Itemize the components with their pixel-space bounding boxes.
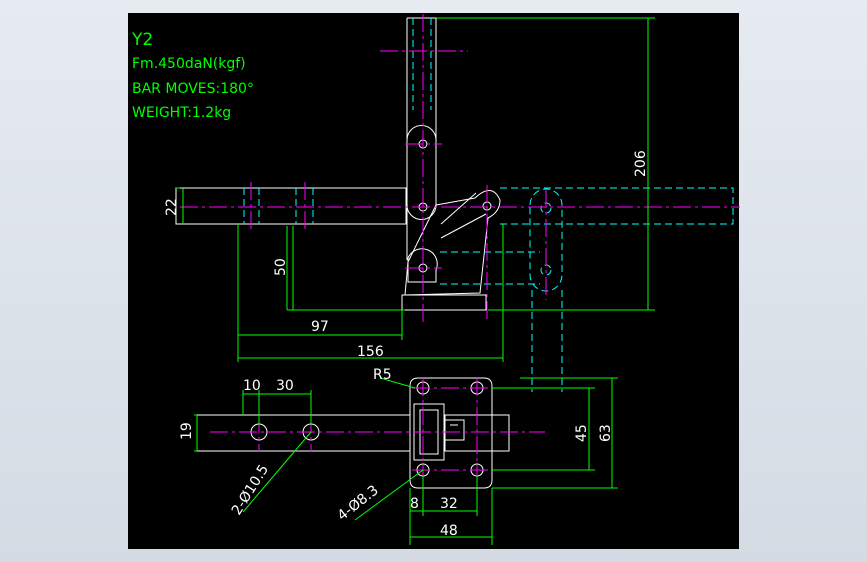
force-label: Fm.450daN(kgf) [132, 56, 246, 72]
dim-8: 8 [410, 496, 419, 512]
clamp-slot [443, 419, 465, 441]
base [401, 294, 487, 311]
dim-48: 48 [440, 523, 458, 539]
bar-moves-label: BAR MOVES:180° [132, 80, 254, 97]
open-bar-outline [500, 187, 734, 225]
link-diagonal-2 [440, 213, 487, 239]
dim-32: 32 [440, 496, 458, 512]
model-label: Y2 [132, 30, 154, 50]
dim-19: 19 [179, 422, 195, 440]
dim-156: 156 [357, 344, 384, 360]
dim-206: 206 [633, 150, 649, 177]
link-diagonal-1 [440, 192, 477, 225]
dim-r5: R5 [373, 367, 392, 383]
open-link [529, 188, 563, 292]
dim-30: 30 [276, 378, 294, 394]
weight-label: WEIGHT:1.2kg [132, 105, 232, 121]
dim-97: 97 [311, 319, 329, 335]
dim-50: 50 [273, 258, 289, 276]
centerlines [180, 14, 740, 322]
dim-22: 22 [164, 198, 180, 216]
spec-notes: Y2 Fm.450daN(kgf) BAR MOVES:180° WEIGHT:… [132, 28, 254, 126]
dim-45: 45 [574, 424, 590, 442]
dim-10: 10 [243, 378, 261, 394]
base-plate [409, 377, 493, 489]
dimension-lines [176, 17, 655, 545]
hold-down-bar [175, 187, 407, 225]
link-plate [404, 190, 501, 296]
dim-63: 63 [598, 424, 614, 442]
link-plate-inner [407, 248, 438, 283]
